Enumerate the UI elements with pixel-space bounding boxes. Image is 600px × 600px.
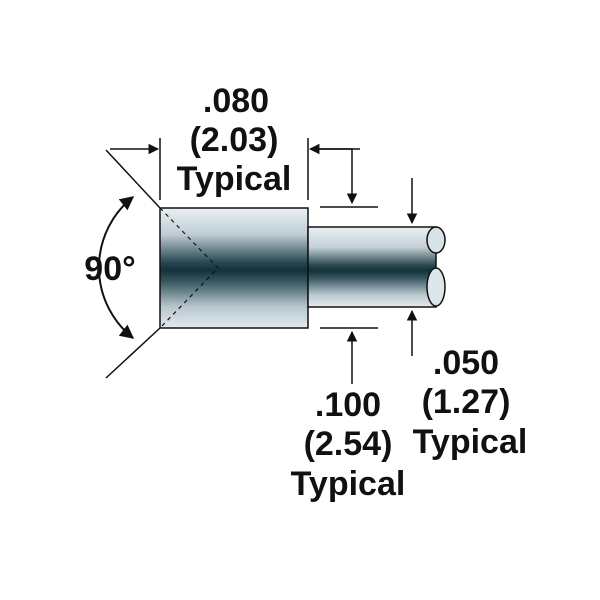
angle-arc	[98, 196, 135, 339]
cone-hidden-line	[159, 207, 219, 329]
pin-tip-end	[426, 226, 446, 254]
pin-tip-end-lower	[426, 267, 446, 307]
pin-body	[159, 207, 309, 329]
angle-line-top	[105, 149, 161, 209]
top-dim-note: Typical	[177, 160, 292, 198]
pin-shank	[307, 226, 437, 308]
shoulder-dim-note: Typical	[291, 465, 406, 503]
shoulder-dim-mm: (2.54)	[304, 425, 393, 463]
angle-label: 90°	[84, 250, 135, 288]
tip-dim-mm: (1.27)	[422, 383, 511, 421]
arrow-shoulder-top	[318, 148, 358, 205]
angle-line-bottom	[105, 327, 161, 379]
tip-dim-note: Typical	[413, 423, 528, 461]
shoulder-dim-inch: .100	[315, 386, 381, 424]
top-dim-inch: .080	[203, 82, 269, 120]
tip-dim-inch: .050	[433, 344, 499, 382]
top-dim-mm: (2.03)	[190, 121, 279, 159]
